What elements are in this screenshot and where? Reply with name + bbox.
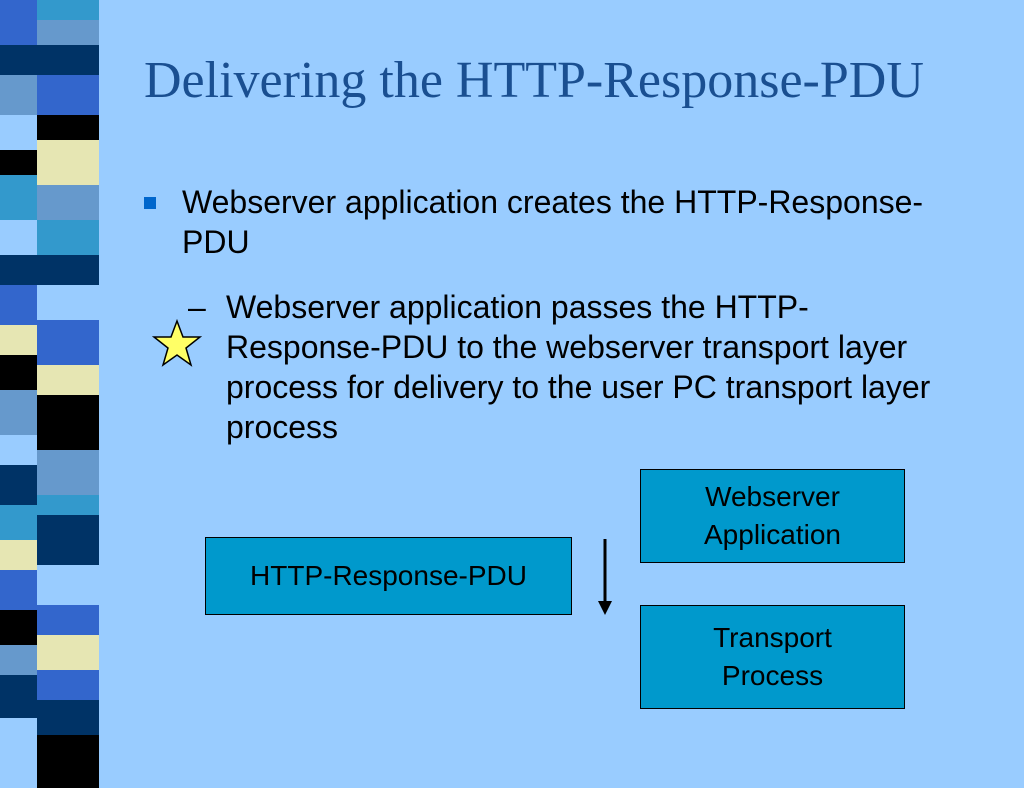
stripe-column-right [37, 0, 99, 788]
transport-box-line-2: Process [721, 660, 824, 691]
star-icon [152, 318, 202, 367]
webserver-application-box: Webserver Application [640, 469, 905, 563]
transport-box-line-1: Transport [713, 622, 832, 653]
transport-process-box: Transport Process [640, 605, 905, 709]
square-bullet-icon [144, 197, 156, 209]
pdu-box-label: HTTP-Response-PDU [250, 560, 527, 591]
app-box-line-1: Webserver [705, 481, 840, 512]
http-response-pdu-box: HTTP-Response-PDU [205, 537, 572, 615]
decorative-stripe-bar [0, 0, 118, 788]
bullet-level-1-text: Webserver application creates the HTTP-R… [182, 184, 924, 260]
app-box-line-2: Application [704, 519, 841, 550]
dash-bullet: – [188, 289, 206, 325]
arrow-down-icon [598, 539, 612, 615]
bullet-level-2-text: Webserver application passes the HTTP-Re… [226, 289, 931, 445]
stripe-column-left [0, 0, 37, 768]
slide-title: Delivering the HTTP-Response-PDU [144, 52, 924, 109]
